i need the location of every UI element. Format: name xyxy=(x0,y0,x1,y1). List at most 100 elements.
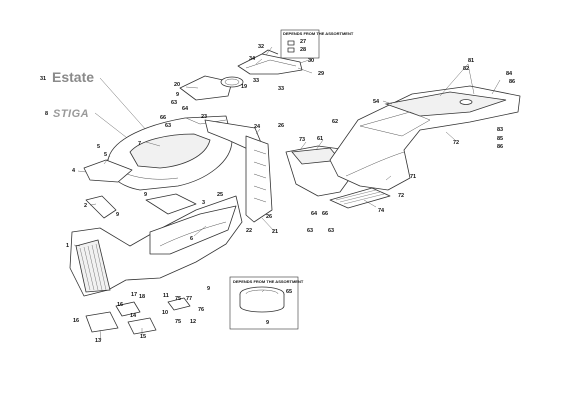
callout-63a: 63 xyxy=(171,100,177,106)
callout-32: 32 xyxy=(258,44,264,50)
leader-lines xyxy=(73,46,501,341)
callout-85: 85 xyxy=(497,136,503,142)
callout-75b: 75 xyxy=(175,319,181,325)
callout-86b: 86 xyxy=(497,144,503,150)
assortment-box-bottom-title: DEPENDS FROM THE ASSORTMENT xyxy=(233,279,304,284)
callout-12: 12 xyxy=(190,319,196,325)
brand-estate-text: Estate xyxy=(52,69,94,85)
callout-72b: 72 xyxy=(398,193,404,199)
part-28-clip xyxy=(287,47,295,53)
part-2-side-trim xyxy=(85,195,117,219)
callout-26a: 26 xyxy=(278,123,284,129)
part-21-column-cover xyxy=(245,135,273,223)
callout-64b: 64 xyxy=(311,211,318,217)
callout-84: 84 xyxy=(506,71,513,77)
callout-17: 17 xyxy=(131,292,137,298)
callout-75a: 75 xyxy=(175,296,181,302)
callout-19: 19 xyxy=(241,84,247,90)
callout-81: 81 xyxy=(468,58,474,64)
part-27-clip xyxy=(287,40,295,46)
callout-20: 20 xyxy=(174,82,180,88)
callout-77: 77 xyxy=(186,296,192,302)
callout-15: 15 xyxy=(140,334,146,340)
callout-16b: 16 xyxy=(73,318,79,324)
assortment-box-bottom: DEPENDS FROM THE ASSORTMENT xyxy=(229,276,304,330)
callout-66b: 66 xyxy=(322,211,328,217)
part-14-bracket xyxy=(115,301,141,317)
callout-9d: 9 xyxy=(207,286,210,292)
callout-16a: 16 xyxy=(117,302,123,308)
callout-63d: 63 xyxy=(328,228,334,234)
callout-9b: 9 xyxy=(116,212,119,218)
assortment-box-top: DEPENDS FROM THE ASSORTMENT xyxy=(280,29,354,59)
callout-9a: 9 xyxy=(176,92,179,98)
callout-31: 31 xyxy=(40,76,46,82)
callout-21: 21 xyxy=(272,229,278,235)
callout-66a: 66 xyxy=(160,115,166,121)
callout-labels: 31 8 32 34 30 29 33 33 27 28 20 9 19 63 … xyxy=(40,39,515,344)
callout-4: 4 xyxy=(72,168,76,174)
part-13-bracket xyxy=(85,311,119,333)
callout-7: 7 xyxy=(138,141,141,147)
callout-11: 11 xyxy=(163,293,169,299)
part-6-side-cover xyxy=(145,193,197,215)
callout-54: 54 xyxy=(373,99,380,105)
callout-74: 74 xyxy=(378,208,385,214)
callout-76: 76 xyxy=(198,307,204,313)
callout-2: 2 xyxy=(84,203,87,209)
callout-33b: 33 xyxy=(278,86,284,92)
part-12-clip xyxy=(167,297,191,311)
assortment-box-top-title: DEPENDS FROM THE ASSORTMENT xyxy=(283,31,354,36)
callout-71: 71 xyxy=(410,174,416,180)
part-4-front-trim xyxy=(83,159,133,183)
part-7-hood-recess xyxy=(129,133,211,169)
callout-63b: 63 xyxy=(165,123,171,129)
callout-64a: 64 xyxy=(182,106,189,112)
callout-30: 30 xyxy=(308,58,314,64)
part-32-bracket xyxy=(261,49,279,55)
callout-1: 1 xyxy=(66,243,69,249)
callout-61: 61 xyxy=(317,136,323,142)
callout-5b: 5 xyxy=(104,152,107,158)
callout-24: 24 xyxy=(254,124,261,130)
part-71-rear-fender xyxy=(329,85,521,191)
callout-86a: 86 xyxy=(509,79,515,85)
callout-22: 22 xyxy=(246,228,252,234)
callout-9e: 9 xyxy=(266,320,269,326)
callout-3: 3 xyxy=(202,200,205,206)
grille-slats xyxy=(79,243,107,291)
callout-72a: 72 xyxy=(453,140,459,146)
callout-65: 65 xyxy=(286,289,292,295)
callout-34: 34 xyxy=(249,56,256,62)
callout-23: 23 xyxy=(201,114,207,120)
part-15-bracket xyxy=(127,317,157,335)
callout-28: 28 xyxy=(300,47,306,53)
callout-9c: 9 xyxy=(144,192,147,198)
callout-5a: 5 xyxy=(97,144,100,150)
callout-25: 25 xyxy=(217,192,223,198)
callout-8: 8 xyxy=(45,111,48,117)
callout-83: 83 xyxy=(497,127,503,133)
callout-82: 82 xyxy=(463,66,469,72)
callout-33a: 33 xyxy=(253,78,259,84)
part-19-ring xyxy=(220,76,244,88)
part-74-floor-mat xyxy=(329,187,391,209)
callout-10: 10 xyxy=(162,310,168,316)
callout-6: 6 xyxy=(190,236,193,242)
callout-62: 62 xyxy=(332,119,338,125)
callout-29: 29 xyxy=(318,71,324,77)
part-1-grille xyxy=(75,239,111,293)
callout-26b: 26 xyxy=(266,214,272,220)
part-20-dash-panel xyxy=(179,75,233,101)
callout-63c: 63 xyxy=(307,228,313,234)
mat-ribs xyxy=(335,189,385,205)
part-65-body xyxy=(239,294,285,313)
callout-13: 13 xyxy=(95,338,101,344)
callout-14: 14 xyxy=(130,313,137,319)
callout-18: 18 xyxy=(139,294,145,300)
part-34-detail xyxy=(245,59,297,69)
callout-73: 73 xyxy=(299,137,305,143)
part-3-side-skirt xyxy=(149,205,237,255)
